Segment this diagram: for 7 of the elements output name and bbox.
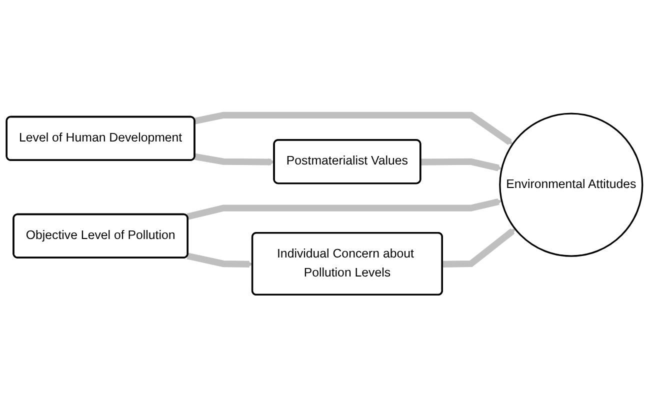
arrow	[194, 112, 513, 145]
node-circle: Environmental Attitudes	[499, 112, 644, 257]
arrow	[194, 153, 275, 166]
arrow	[442, 228, 516, 268]
arrow	[186, 198, 502, 220]
arrow	[420, 158, 502, 172]
arrow	[186, 252, 254, 268]
